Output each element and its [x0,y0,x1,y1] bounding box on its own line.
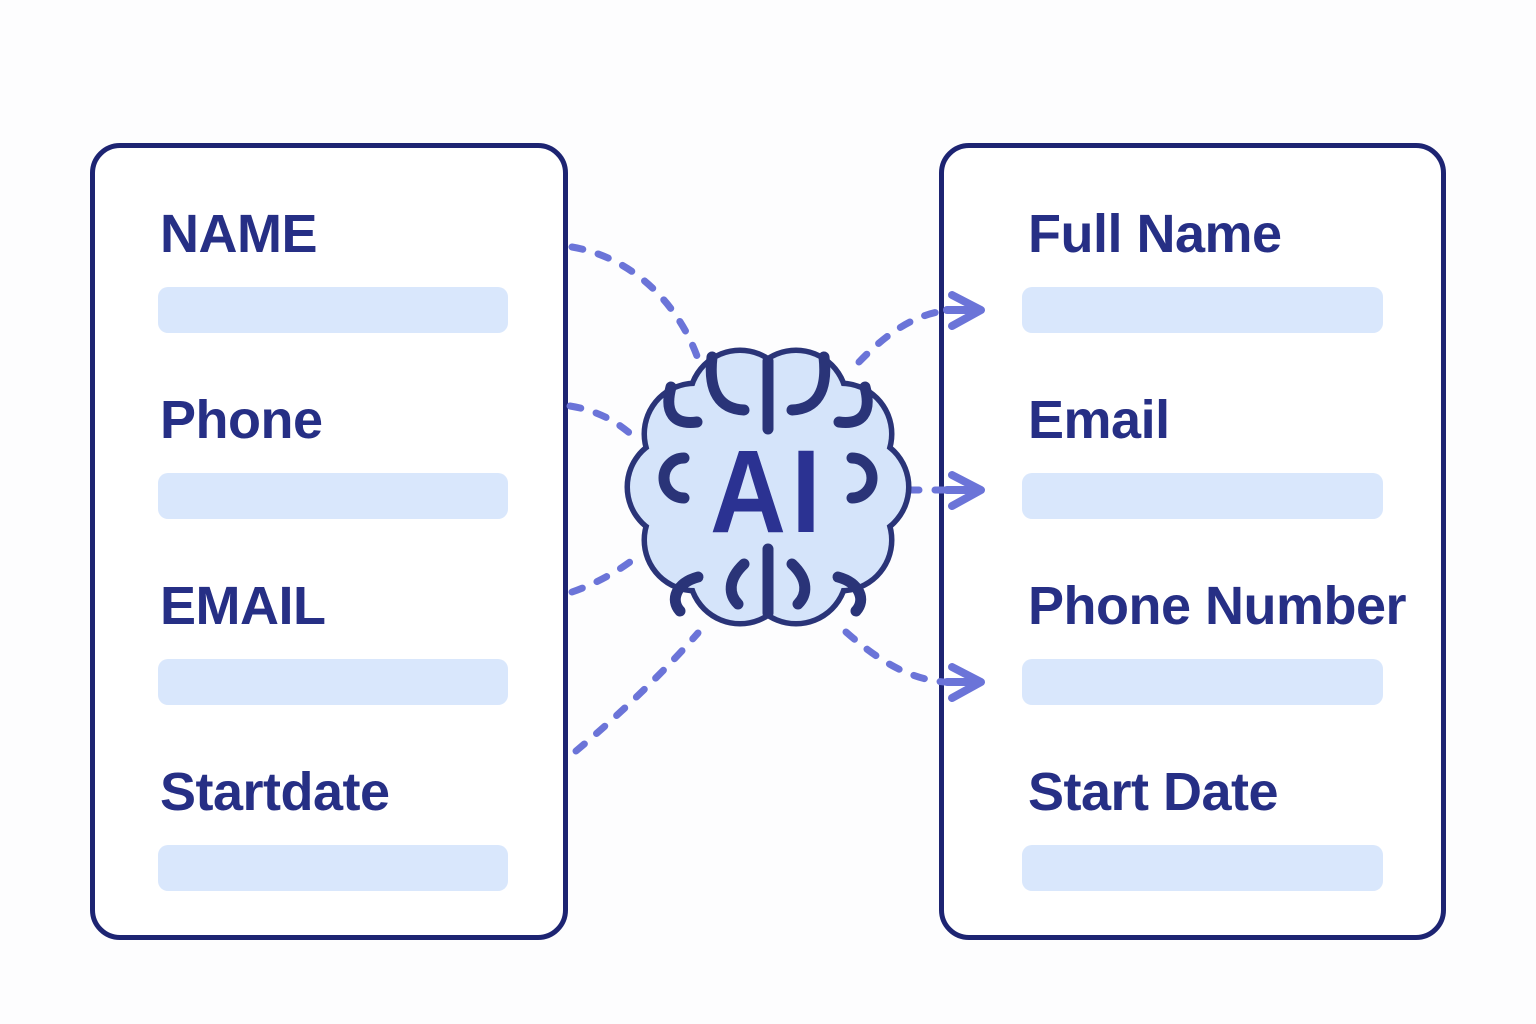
target-field-input-bar [1022,659,1383,705]
target-field-row: Start Date [1022,762,1383,891]
target-field-label-start-date: Start Date [1028,762,1279,822]
target-field-label-full-name: Full Name [1028,204,1282,264]
connector-curve-startdate [572,629,702,755]
target-field-input-bar [1022,845,1383,891]
source-field-input-bar [158,659,508,705]
source-field-label-phone: Phone [160,390,323,450]
connector-curve-phone-number [842,628,948,686]
source-field-label-email: EMAIL [160,576,326,636]
source-field-row: EMAIL [158,576,508,705]
source-field-label-startdate: Startdate [160,762,390,822]
brain-grooves [658,351,878,619]
target-field-label-phone-number: Phone Number [1028,576,1407,636]
source-field-input-bar [158,473,508,519]
target-field-row: Email [1022,390,1383,519]
target-field-label-email: Email [1028,390,1170,450]
ai-brain-icon: AI [624,347,912,627]
connector-curve-email [568,555,638,596]
connector-curve-name [568,243,701,360]
target-field-row: Full Name [1022,204,1383,333]
connector-curve-full-name [855,307,948,366]
source-field-label-name: NAME [160,204,318,264]
source-field-input-bar [158,287,508,333]
source-fields-panel: NAME Phone EMAIL Startdate [90,143,568,940]
target-field-input-bar [1022,287,1383,333]
ai-label: AI [710,426,826,558]
target-fields-panel: Full Name Email Phone Number Start Date [939,143,1446,940]
connector-curve-phone [566,402,639,442]
target-field-input-bar [1022,473,1383,519]
source-field-row: NAME [158,204,508,333]
target-field-row: Phone Number [1022,576,1407,705]
source-field-row: Startdate [158,762,508,891]
source-field-input-bar [158,845,508,891]
source-field-row: Phone [158,390,508,519]
